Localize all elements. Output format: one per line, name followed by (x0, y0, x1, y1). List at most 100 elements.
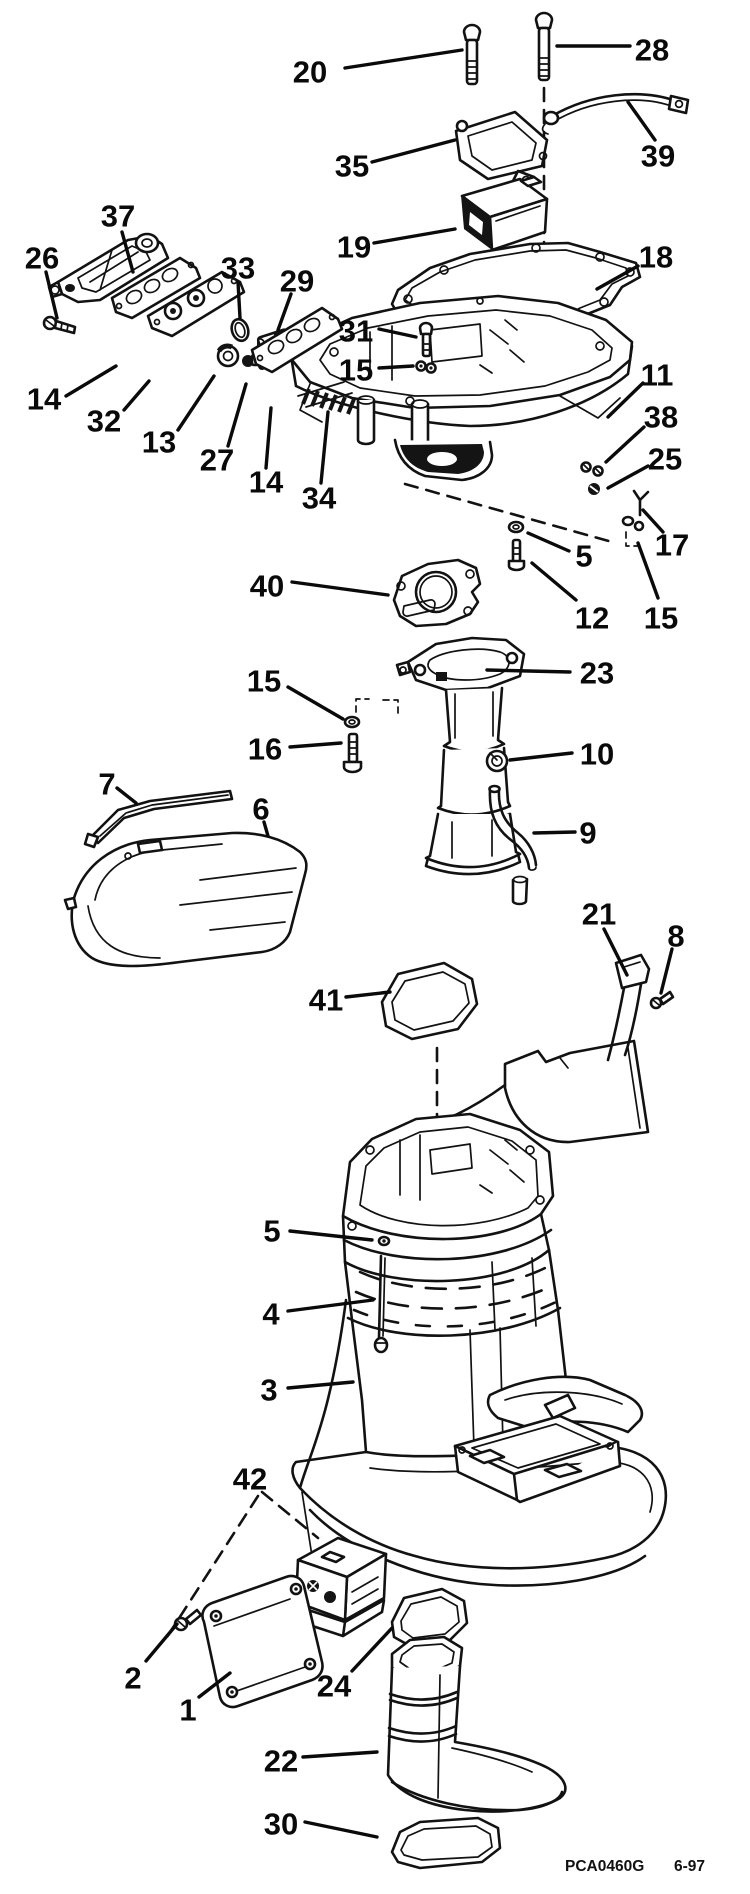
ground-wire-39 (541, 92, 690, 135)
callout-label-17-21: 17 (655, 528, 689, 563)
callout-label-15-24: 15 (644, 601, 678, 636)
callout-label-19-4: 19 (337, 230, 371, 265)
callout-leader-10-29 (508, 751, 574, 762)
screw-26 (42, 315, 77, 335)
callout-label-29-9: 29 (280, 264, 314, 299)
grommet-10 (485, 749, 509, 773)
screw-8 (649, 990, 675, 1010)
stud-5-lower (377, 1235, 391, 1247)
callout-leader-19-4 (372, 227, 457, 245)
callout-leader-27-13 (226, 382, 248, 448)
callout-label-15-17: 15 (339, 353, 373, 388)
callout-label-28-1: 28 (635, 33, 669, 68)
callout-leader-31-16 (377, 327, 418, 339)
callout-label-27-13: 27 (200, 443, 234, 478)
plate-32 (146, 270, 246, 338)
callout-label-39-2: 39 (641, 139, 675, 174)
nut-25 (588, 483, 600, 495)
callout-label-32-11: 32 (87, 404, 121, 439)
callout-label-26-7: 26 (25, 241, 59, 276)
callout-label-23-26: 23 (580, 656, 614, 691)
callout-label-8-35: 8 (667, 919, 684, 954)
spring-34 (297, 381, 356, 415)
clip-bracket-21 (410, 953, 651, 1144)
seal-41 (380, 961, 479, 1041)
sensor-module-35 (454, 110, 549, 189)
callout-label-13-12: 13 (142, 425, 176, 460)
callout-label-25-20: 25 (648, 442, 682, 477)
callout-leader-39-2 (626, 100, 657, 142)
callout-label-33-8: 33 (221, 251, 255, 286)
callout-label-5-22: 5 (575, 539, 592, 574)
callout-leader-11-18 (606, 381, 645, 419)
callout-leader-6-32 (262, 820, 270, 838)
gasket-40 (392, 558, 482, 628)
hose-9 (488, 784, 538, 906)
callout-label-35-3: 35 (335, 149, 369, 184)
grommet-13 (216, 343, 240, 368)
washer-15-mid (343, 698, 399, 729)
trim-strip-7 (83, 789, 234, 849)
gasket-14-lower (250, 306, 344, 374)
callout-leader-14-14 (264, 406, 273, 470)
callout-label-37-6: 37 (101, 199, 135, 234)
callout-leader-7-31 (115, 786, 138, 805)
screw-2 (173, 1608, 203, 1632)
callout-leader-33-8 (236, 280, 242, 320)
callout-label-38-19: 38 (644, 400, 678, 435)
callout-leader-40-25 (290, 580, 390, 597)
callout-label-5-36: 5 (263, 1214, 280, 1249)
callout-leader-25-20 (606, 464, 650, 490)
callout-label-20-0: 20 (293, 55, 327, 90)
callout-label-7-31: 7 (98, 767, 115, 802)
callout-leader-13-12 (176, 374, 216, 432)
callout-label-1-41: 1 (179, 1693, 196, 1728)
exhaust-housing-3 (291, 1112, 668, 1587)
callout-leader-15-27 (286, 685, 345, 721)
footer-date-code: 6-97 (674, 1858, 705, 1875)
callout-label-31-16: 31 (339, 314, 373, 349)
callout-label-24-42: 24 (317, 1669, 352, 1704)
callout-label-34-15: 34 (302, 481, 337, 516)
callout-leader-15-24 (636, 541, 660, 600)
pin-17 (621, 489, 650, 547)
washers-15-upper (415, 360, 437, 374)
bolt-20 (462, 23, 482, 86)
cover-plate-1 (201, 1574, 324, 1709)
callout-leader-29-9 (276, 292, 293, 332)
callout-label-9-30: 9 (579, 816, 596, 851)
callout-leader-22-43 (301, 1750, 379, 1759)
callout-leader-18-5 (595, 264, 640, 291)
callout-label-3-38: 3 (260, 1373, 277, 1408)
callout-label-11-18: 11 (641, 358, 674, 393)
adapter-housing-11 (290, 294, 634, 482)
callout-leader-35-3 (370, 138, 457, 164)
callout-leader-3-38 (286, 1380, 355, 1390)
seal-24 (390, 1587, 469, 1648)
callout-leader-23-26 (485, 668, 572, 674)
callout-leader-32-11 (122, 379, 151, 412)
callout-leader-37-6 (120, 230, 135, 274)
exhaust-pipe-22 (386, 1635, 567, 1813)
callout-leader-17-21 (641, 508, 665, 534)
exhaust-tube-23 (395, 636, 526, 876)
callout-leader-2-40 (144, 1622, 179, 1663)
oring-33 (230, 317, 250, 343)
callout-leader-12-23 (530, 561, 578, 602)
screw-12 (507, 538, 526, 572)
gasket-14-upper (110, 256, 202, 320)
stud-4 (373, 1254, 389, 1354)
callout-leader-24-42 (350, 1626, 394, 1673)
callout-label-10-29: 10 (580, 737, 614, 772)
screws-38 (580, 461, 604, 477)
callout-leader-5-22 (526, 531, 571, 553)
callout-leader-14-10 (64, 364, 118, 398)
bolt-28 (534, 11, 554, 82)
callout-label-22-43: 22 (264, 1744, 298, 1779)
callout-leader-9-30 (532, 830, 577, 835)
callout-label-16-28: 16 (248, 732, 282, 767)
callout-label-42-39: 42 (233, 1462, 267, 1497)
callout-label-21-34: 21 (582, 897, 616, 932)
